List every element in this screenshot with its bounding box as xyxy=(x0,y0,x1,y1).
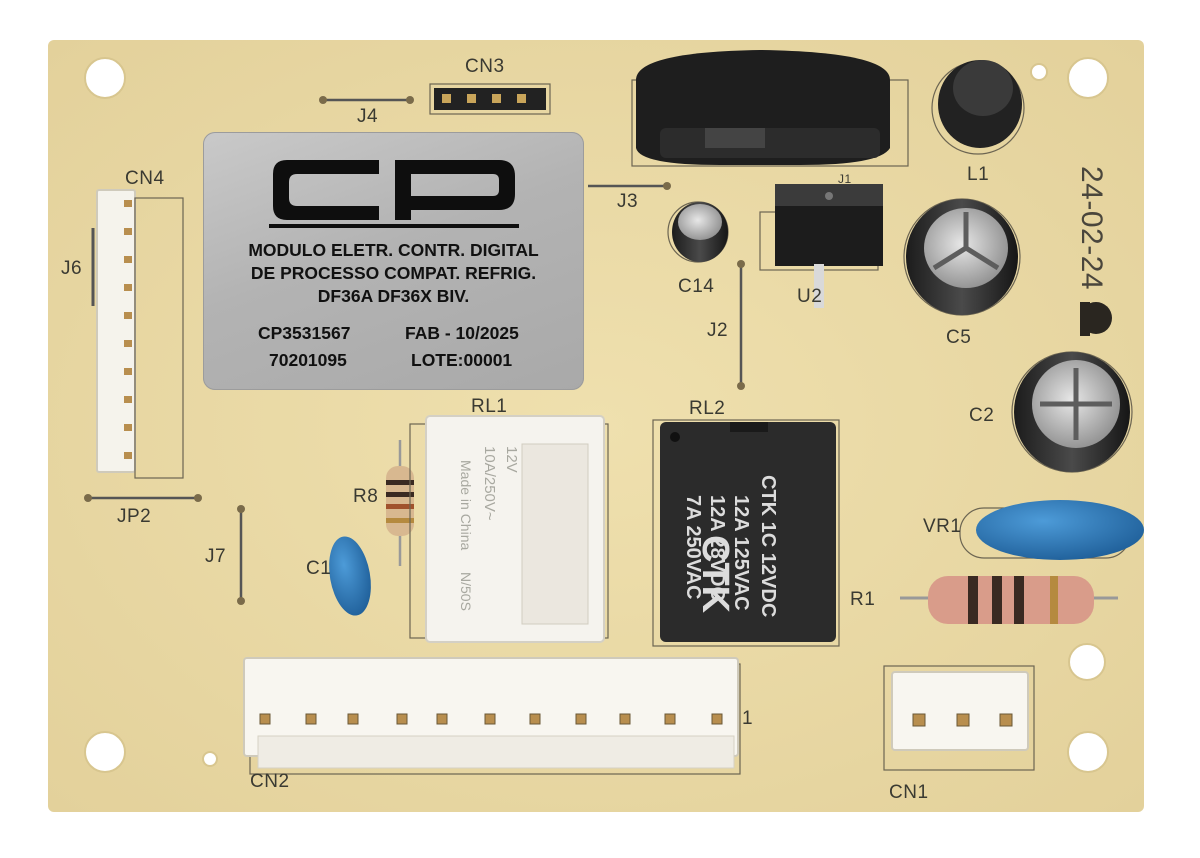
c2-capacitor xyxy=(1011,351,1133,473)
silk-j2: J2 xyxy=(707,320,729,341)
rl1-origin: Made in China xyxy=(458,460,474,551)
silk-rl2: RL2 xyxy=(689,398,726,419)
silk-r8: R8 xyxy=(353,486,379,507)
cp-logo xyxy=(269,160,519,228)
rl2-rating-1: 12A 125VAC xyxy=(730,495,752,611)
silk-cn1: CN1 xyxy=(889,782,929,803)
label-serial: 70201095 xyxy=(269,350,347,370)
cn4-connector xyxy=(96,189,184,479)
p-mark-logo xyxy=(1080,302,1112,336)
label-code: CP3531567 xyxy=(258,323,351,343)
rl1-voltage: 12V xyxy=(503,446,520,473)
silk-c14: C14 xyxy=(678,276,715,297)
c1-capacitor xyxy=(329,536,371,616)
silk-rl1: RL1 xyxy=(471,396,508,417)
silk-j4: J4 xyxy=(357,106,379,127)
silk-date-code: 24-02-24 xyxy=(1075,166,1108,291)
l1-inductor xyxy=(931,60,1025,155)
silk-vr1: VR1 xyxy=(923,516,962,537)
rl1-relay xyxy=(409,415,609,643)
silk-cn2: CN2 xyxy=(250,771,290,792)
silk-c1: C1 xyxy=(306,558,332,579)
rl1-rating: 10A/250V~ xyxy=(481,446,498,521)
u2-regulator xyxy=(759,184,883,308)
r8-resistor xyxy=(386,440,414,566)
product-label: MODULO ELETR. CONTR. DIGITAL DE PROCESSO… xyxy=(203,132,584,390)
silk-j1: J1 xyxy=(838,172,852,186)
silk-cn3: CN3 xyxy=(465,56,505,77)
label-line-3: DF36A DF36X BIV. xyxy=(317,286,470,306)
mounting-holes xyxy=(84,57,1109,773)
label-line-2: DE PROCESSO COMPAT. REFRIG. xyxy=(250,263,537,283)
silk-j3: J3 xyxy=(617,191,639,212)
rl2-relay xyxy=(652,419,840,647)
c14-capacitor xyxy=(667,201,729,263)
silk-r1: R1 xyxy=(850,589,876,610)
silk-cn4: CN4 xyxy=(125,168,165,189)
rl2-rating-3: 7A 250VAC xyxy=(682,495,704,600)
silk-c2: C2 xyxy=(969,405,995,426)
silk-j7: J7 xyxy=(205,546,227,567)
silk-j6: J6 xyxy=(61,258,83,279)
vr1-varistor xyxy=(959,500,1144,560)
silk-pin1: 1 xyxy=(742,708,754,729)
rl2-model: CTK 1C 12VDC xyxy=(757,475,779,618)
silk-c5: C5 xyxy=(946,327,972,348)
label-fab-date: FAB - 10/2025 xyxy=(405,323,519,343)
rl1-batch: N/50S xyxy=(458,572,474,611)
cn2-connector xyxy=(243,657,741,775)
silk-u2: U2 xyxy=(797,286,823,307)
label-line-1: MODULO ELETR. CONTR. DIGITAL xyxy=(248,240,539,260)
rl2-rating-2: 12A 28VDC xyxy=(706,495,728,601)
silk-jp2: JP2 xyxy=(117,506,152,527)
r1-resistor xyxy=(900,576,1118,624)
toroid-coil xyxy=(631,50,909,167)
cn1-connector xyxy=(883,665,1035,771)
silk-l1: L1 xyxy=(967,164,990,185)
label-lote: LOTE:00001 xyxy=(411,350,513,370)
cn3-header xyxy=(429,83,551,115)
c5-capacitor xyxy=(903,198,1021,316)
